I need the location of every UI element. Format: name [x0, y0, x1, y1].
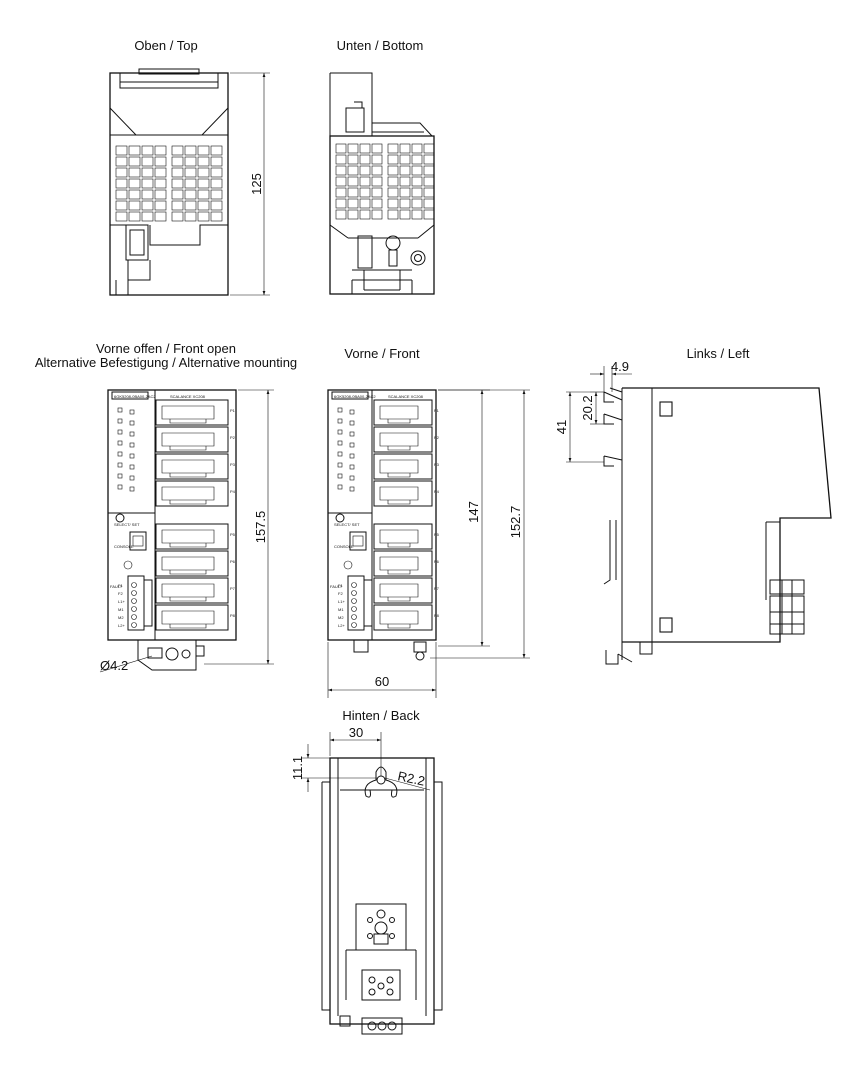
front-open-title-line2: Alternative Befestigung / Alternative mo… [35, 355, 297, 370]
left-view-title: Links / Left [687, 346, 750, 361]
port-label-p4: P4 [434, 489, 440, 494]
port-label-p1: P1 [230, 408, 236, 413]
front-open-view: Vorne offen / Front open Alternative Bef… [35, 341, 297, 673]
device-article-label: 6GK5208-0BA00-2AC2 [114, 394, 156, 399]
front-view-title: Vorne / Front [344, 346, 420, 361]
front-details: 6GK5208-0BA00-2AC2 SCALANCE XC208P1P2P3P4… [330, 391, 440, 631]
front-open-mount-plate [137, 640, 205, 671]
left-offset-label: 4.9 [611, 359, 629, 374]
front-open-title-line1: Vorne offen / Front open [96, 341, 236, 356]
terminal-label-1: F2 [338, 591, 343, 596]
port-label-p5: P5 [230, 532, 236, 537]
port-label-p3: P3 [230, 462, 236, 467]
top-view: Oben / Top 125 [109, 38, 270, 296]
fault-label: FAULT [110, 584, 123, 589]
terminal-label-0: F1 [118, 583, 123, 588]
back-view: Hinten / Back [290, 708, 443, 1035]
device-model-label: SCALANCE XC208 [388, 394, 424, 399]
port-label-p6: P6 [434, 559, 440, 564]
terminal-label-3: M1 [118, 607, 124, 612]
front-height-dimension-147: 147 [438, 389, 490, 647]
left-rail-dimension-41: 41 [554, 391, 604, 463]
port-label-p2: P2 [434, 435, 440, 440]
console-label: CONSOLE [334, 544, 354, 549]
device-article-label: 6GK5208-0BA00-2AC2 [334, 394, 376, 399]
left-rail-dimension-20: 20.2 [580, 391, 604, 425]
port-label-p8: P8 [230, 613, 236, 618]
top-height-label: 125 [249, 173, 264, 195]
front-open-height-dimension: 157.5 [204, 389, 274, 665]
terminal-label-1: F2 [118, 591, 123, 596]
front-width-dimension: 60 [327, 642, 437, 698]
back-height-dimension: 11.1 [290, 744, 378, 792]
terminal-label-2: L1+ [338, 599, 345, 604]
front-width-label: 60 [375, 674, 389, 689]
select-set-label: SELECT/ SET [114, 522, 140, 527]
back-view-body [321, 757, 443, 1035]
bottom-view: Unten / Bottom [329, 38, 435, 295]
front-feet [353, 640, 427, 661]
port-label-p3: P3 [434, 462, 440, 467]
left-view-body [603, 387, 832, 665]
back-width-label: 30 [349, 725, 363, 740]
top-height-dimension: 125 [230, 72, 270, 296]
top-view-vent-grid [115, 145, 223, 222]
terminal-label-3: M1 [338, 607, 344, 612]
port-label-p4: P4 [230, 489, 236, 494]
front-open-body [107, 389, 237, 641]
port-label-p7: P7 [434, 586, 440, 591]
back-view-title: Hinten / Back [342, 708, 420, 723]
port-label-p5: P5 [434, 532, 440, 537]
left-view: Links / Left 4.9 [554, 346, 832, 665]
left-offset-dimension: 4.9 [590, 359, 632, 392]
front-open-height-label: 157.5 [253, 511, 268, 544]
front-open-hole-label: Ø4.2 [100, 658, 128, 673]
left-rail-41-label: 41 [554, 420, 569, 434]
front-height-152-label: 152.7 [508, 506, 523, 539]
front-open-hole-dimension: Ø4.2 [99, 655, 153, 673]
bottom-view-vent-grid [335, 143, 435, 220]
console-label: CONSOLE [114, 544, 134, 549]
front-open-details: 6GK5208-0BA00-2AC2 SCALANCE XC208P1P2P3P4… [110, 391, 236, 631]
back-width-dimension: 30 [329, 725, 382, 776]
terminal-label-5: L2+ [338, 623, 345, 628]
select-set-label: SELECT/ SET [334, 522, 360, 527]
terminal-label-0: F1 [338, 583, 343, 588]
port-label-p1: P1 [434, 408, 440, 413]
back-height-label: 11.1 [290, 756, 305, 780]
port-label-p8: P8 [434, 613, 440, 618]
terminal-label-2: L1+ [118, 599, 125, 604]
terminal-label-4: M2 [118, 615, 124, 620]
port-label-p2: P2 [230, 435, 236, 440]
terminal-label-4: M2 [338, 615, 344, 620]
back-radius-dimension: R2.2 [384, 768, 431, 791]
terminal-label-5: L2+ [118, 623, 125, 628]
port-label-p7: P7 [230, 586, 236, 591]
front-height-147-label: 147 [466, 501, 481, 523]
device-model-label: SCALANCE XC208 [170, 394, 206, 399]
top-view-title: Oben / Top [134, 38, 197, 53]
front-view: Vorne / Front 6GK5208-0BA00-2AC2 SCALANCE… [327, 346, 530, 698]
bottom-view-title: Unten / Bottom [337, 38, 424, 53]
top-view-body [109, 68, 229, 296]
fault-label: FAULT [330, 584, 343, 589]
port-label-p6: P6 [230, 559, 236, 564]
back-radius-label: R2.2 [396, 768, 426, 788]
front-height-dimension-152: 152.7 [430, 389, 530, 659]
left-rail-20-label: 20.2 [580, 395, 595, 420]
